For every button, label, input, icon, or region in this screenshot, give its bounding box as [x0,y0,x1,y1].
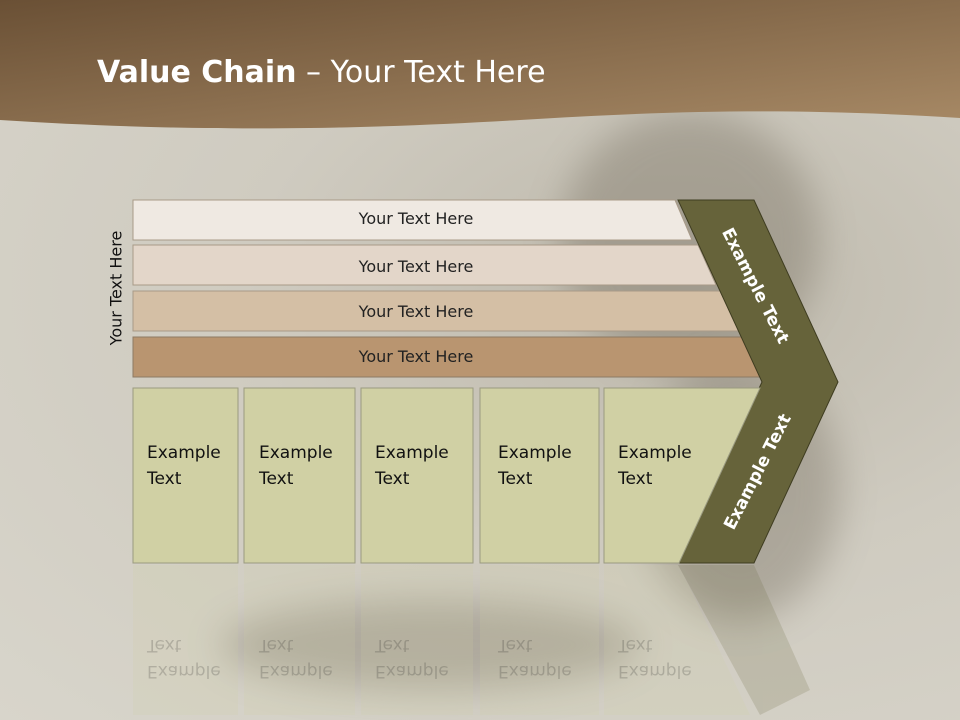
box-text-1-line2: Text [147,469,182,489]
box-5 [603,387,761,564]
header-band [0,0,960,129]
box-text-2-line1: Example [259,443,333,463]
box-text-2-line2: Text [259,469,294,489]
box-4 [479,387,600,564]
row-bar-2 [132,244,717,286]
slide-title: Value Chain – Your Text Here [97,55,546,90]
box-text-3-line2: Text [375,469,410,489]
box-2 [243,387,356,564]
box-text-1-line1: Example [147,443,221,463]
row-label-4: Your Text Here [358,347,474,366]
row-label-3: Your Text Here [358,302,474,321]
box-1 [132,387,239,564]
chevron-arrow [677,199,839,564]
row-label-2: Your Text Here [358,257,474,276]
box-text-3: Example Text [375,440,449,492]
row-bar-1 [132,199,693,241]
box-text-5-line2: Text [618,469,653,489]
box-text-4: Example Text [498,440,572,492]
box-text-4-line1: Example [498,443,572,463]
box-text-5-line1: Example [618,443,692,463]
box-text-4-line2: Text [498,469,533,489]
reflection-group [133,565,810,715]
row-label-1: Your Text Here [358,209,474,228]
box-text-3-line1: Example [375,443,449,463]
box-text-5: Example Text [618,440,692,492]
box-text-2: Example Text [259,440,333,492]
box-3 [360,387,474,564]
box-text-1: Example Text [147,440,221,492]
